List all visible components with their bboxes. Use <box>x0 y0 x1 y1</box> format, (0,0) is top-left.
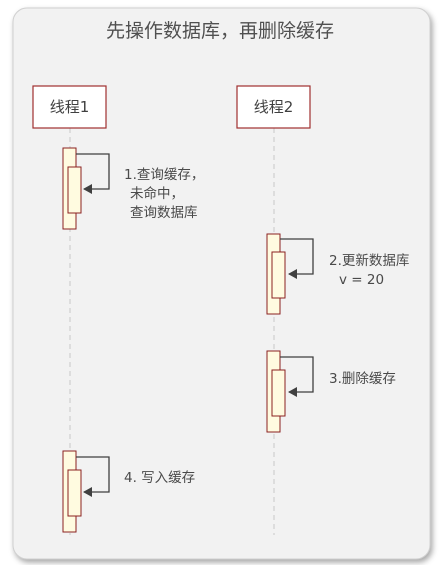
lane-header-thread1: 线程1 <box>32 85 107 129</box>
activation-inner <box>271 251 286 299</box>
step-4-note: 4. 写入缓存 <box>124 470 195 486</box>
lane-label-thread2: 线程2 <box>254 98 294 116</box>
self-call-arrow <box>280 356 314 397</box>
diagram-title: 先操作数据库，再删除缓存 <box>106 20 334 42</box>
step-2: 2.更新数据库 v = 20 <box>266 233 414 315</box>
step-3: 3.删除缓存 <box>266 350 396 433</box>
lane-header-thread2: 线程2 <box>236 85 311 129</box>
diagram-card <box>12 7 431 560</box>
activation-inner <box>67 469 82 517</box>
self-call-arrow <box>76 456 110 497</box>
activation-inner <box>67 166 82 214</box>
self-call-arrow <box>76 153 110 194</box>
lane-label-thread1: 线程1 <box>50 98 90 116</box>
step-3-note: 3.删除缓存 <box>329 371 396 387</box>
step-1-note: 1.查询缓存， 未命中， 查询数据库 <box>124 167 209 221</box>
self-call-arrow <box>280 238 314 279</box>
step-1: 1.查询缓存， 未命中， 查询数据库 <box>62 147 209 230</box>
step-2-note: 2.更新数据库 v = 20 <box>329 253 414 288</box>
activation-inner <box>271 369 286 417</box>
step-4: 4. 写入缓存 <box>62 450 195 533</box>
